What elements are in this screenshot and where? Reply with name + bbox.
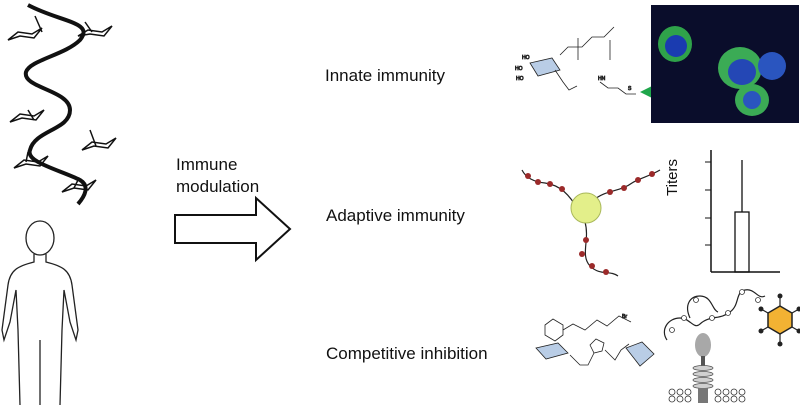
- orange-hexagon: [758, 293, 800, 347]
- svg-text:HO: HO: [522, 55, 530, 61]
- innate-immunity-label: Innate immunity: [325, 66, 445, 85]
- immune-modulation-line1: Immune: [176, 155, 238, 174]
- glycopolymer-chain: [7, 3, 117, 206]
- yellow-sphere: [570, 192, 602, 224]
- micrograph: [651, 5, 799, 123]
- titers-axis-label: Titers: [664, 159, 681, 196]
- svg-text:HN: HN: [598, 76, 606, 82]
- immune-modulation-line2: modulation: [176, 177, 260, 196]
- red-beads: [525, 171, 655, 275]
- star-polymer: [521, 169, 661, 277]
- svg-text:HO: HO: [515, 66, 523, 72]
- svg-text:S: S: [628, 86, 632, 92]
- adaptive-immunity-label: Adaptive immunity: [326, 206, 465, 225]
- innate-structure: HO HO HO HN S: [515, 26, 636, 95]
- cell-membrane-receptor: [663, 289, 766, 403]
- svg-text:HO: HO: [516, 76, 524, 82]
- titer-bar-chart: [705, 150, 780, 273]
- competitive-inhibition-label: Competitive inhibition: [326, 344, 488, 363]
- immune-modulation-label: Immune modulation: [176, 154, 276, 198]
- right-arrow: [174, 195, 292, 263]
- competitive-structure: Br: [535, 314, 655, 367]
- svg-text:Br: Br: [622, 314, 627, 320]
- human-outline: [1, 220, 79, 405]
